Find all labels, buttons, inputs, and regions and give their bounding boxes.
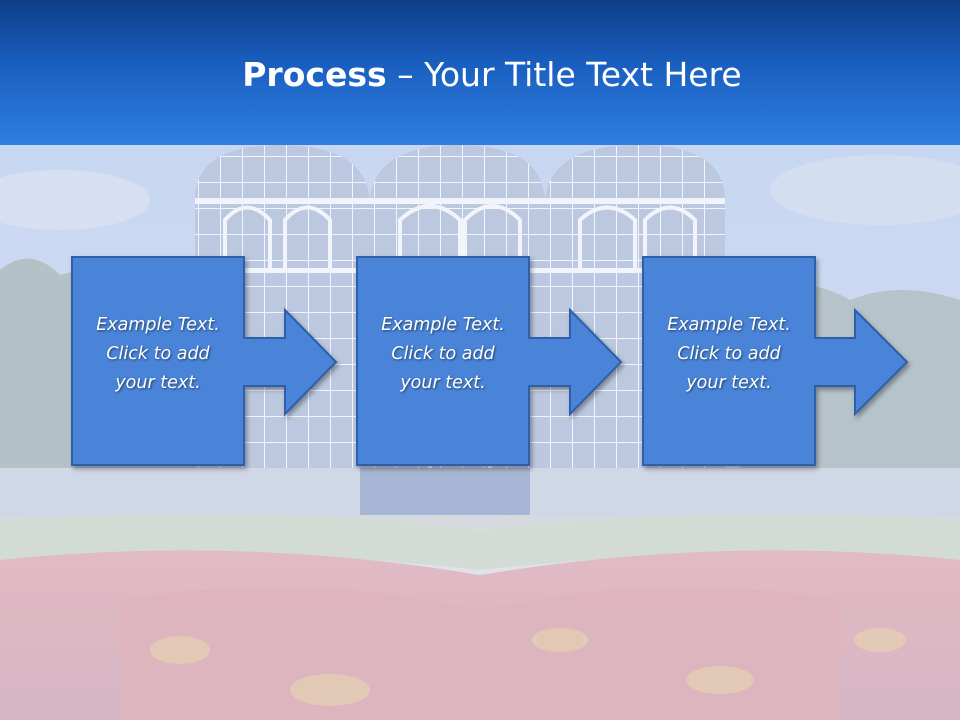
process-step-3-text[interactable]: Example Text. Click to add your text. [643, 311, 815, 398]
step-1-line-2: Click to add [106, 344, 210, 364]
slide-title[interactable]: Process – Your Title Text Here [0, 54, 960, 96]
process-step-3-shape[interactable] [642, 256, 909, 466]
step-2-line-3: your text. [400, 373, 486, 393]
process-step-1-shape[interactable] [71, 256, 338, 466]
process-step-1-text[interactable]: Example Text. Click to add your text. [72, 311, 244, 398]
title-bold-part: Process [242, 55, 387, 94]
title-rest-part: – Your Title Text Here [386, 55, 742, 94]
step-3-line-1: Example Text. [667, 315, 791, 335]
step-2-line-1: Example Text. [381, 315, 505, 335]
process-step-2-text[interactable]: Example Text. Click to add your text. [357, 311, 529, 398]
process-step-2-shape[interactable] [356, 256, 623, 466]
title-bar [0, 0, 960, 145]
step-3-line-2: Click to add [677, 344, 781, 364]
step-2-line-2: Click to add [391, 344, 495, 364]
step-1-line-3: your text. [115, 373, 201, 393]
step-1-line-1: Example Text. [96, 315, 220, 335]
step-3-line-3: your text. [686, 373, 772, 393]
